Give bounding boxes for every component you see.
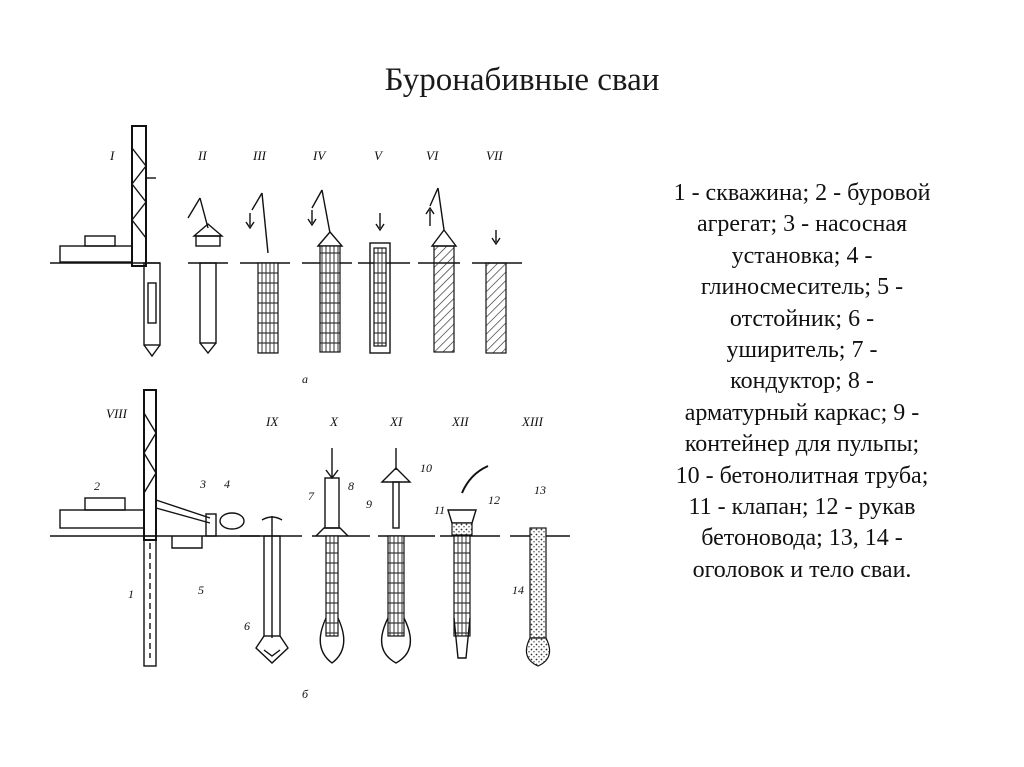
callout-number: 11: [434, 503, 445, 517]
stage-IV: [307, 189, 344, 353]
callout-number: 5: [198, 583, 204, 597]
callout-number: 4: [224, 477, 230, 491]
callout-number: 9: [366, 497, 372, 511]
stage-V: [369, 213, 391, 354]
legend-line: глиносмеситель; 5 -: [700, 274, 904, 301]
legend-line: установка; 4 -: [731, 242, 873, 269]
callout-number: 13: [534, 483, 546, 497]
callout-number: 3: [199, 477, 206, 491]
callout-number: 8: [348, 479, 354, 493]
legend-line: отстойник; 6 -: [729, 305, 875, 332]
stage-II: [187, 197, 224, 355]
stage-label-II: II: [197, 148, 207, 163]
stage-label-I: I: [109, 148, 115, 163]
stage-XII: [447, 465, 489, 659]
legend-line: бетоновода; 13, 14 -: [701, 525, 903, 552]
legend-line: 10 - бетонолитная труба;: [675, 462, 929, 489]
stage-I-drilling-rig: [59, 125, 161, 358]
stage-VI: [425, 187, 458, 353]
stage-label-XIII: XIII: [521, 414, 544, 429]
legend-line: 1 - скважина; 2 - буровой: [673, 180, 931, 206]
callout-number: 10: [420, 461, 432, 475]
bored-pile-diagram: I II III IV V VI VII а: [50, 125, 570, 701]
legend-text: 1 - скважина; 2 - буровой агрегат; 3 - на…: [612, 178, 992, 586]
callout-number: 1: [128, 587, 134, 601]
callout-numbers: 1 2 3 4 5 6 7 8 9 10 11 12 13 14: [94, 461, 546, 633]
legend-line: кондуктор; 8 -: [730, 368, 874, 395]
stage-label-X: X: [329, 414, 339, 429]
stage-label-IX: IX: [265, 414, 279, 429]
stage-XIII: [525, 527, 551, 667]
stage-X: [315, 448, 349, 664]
callout-number: 6: [244, 619, 250, 633]
panel-label: а: [302, 372, 308, 386]
bottom-stage-labels: VIII IX X XI XII XIII б: [106, 406, 544, 701]
panel-label: б: [302, 687, 309, 701]
stage-IX: [255, 516, 289, 664]
top-stage-labels: I II III IV V VI VII а: [109, 148, 503, 386]
stage-label-VII: VII: [486, 148, 503, 163]
legend-line: 11 - клапан; 12 - рукав: [688, 494, 916, 521]
legend-line: оголовок и тело сваи.: [692, 556, 912, 583]
legend-line: контейнер для пульпы;: [684, 431, 920, 458]
stage-VIII-rig-and-equipment: [59, 389, 245, 667]
stage-label-XII: XII: [451, 414, 469, 429]
stage-label-V: V: [374, 148, 384, 163]
stage-III: [245, 192, 279, 354]
callout-number: 2: [94, 479, 100, 493]
stage-label-IV: IV: [312, 148, 327, 163]
callout-number: 7: [308, 489, 315, 503]
legend-line: уширитель; 7 -: [726, 337, 878, 364]
stage-label-XI: XI: [389, 414, 403, 429]
stage-XI: [380, 448, 412, 664]
callout-number: 12: [488, 493, 500, 507]
slide-title: Буронабивные сваи: [384, 62, 660, 98]
stage-label-III: III: [252, 148, 267, 163]
legend-line: агрегат; 3 - насосная: [696, 211, 908, 238]
legend-line: арматурный каркас; 9 -: [684, 399, 920, 426]
stage-label-VIII: VIII: [106, 406, 128, 421]
stage-label-VI: VI: [426, 148, 439, 163]
callout-number: 14: [512, 583, 524, 597]
stage-VII: [485, 230, 507, 354]
